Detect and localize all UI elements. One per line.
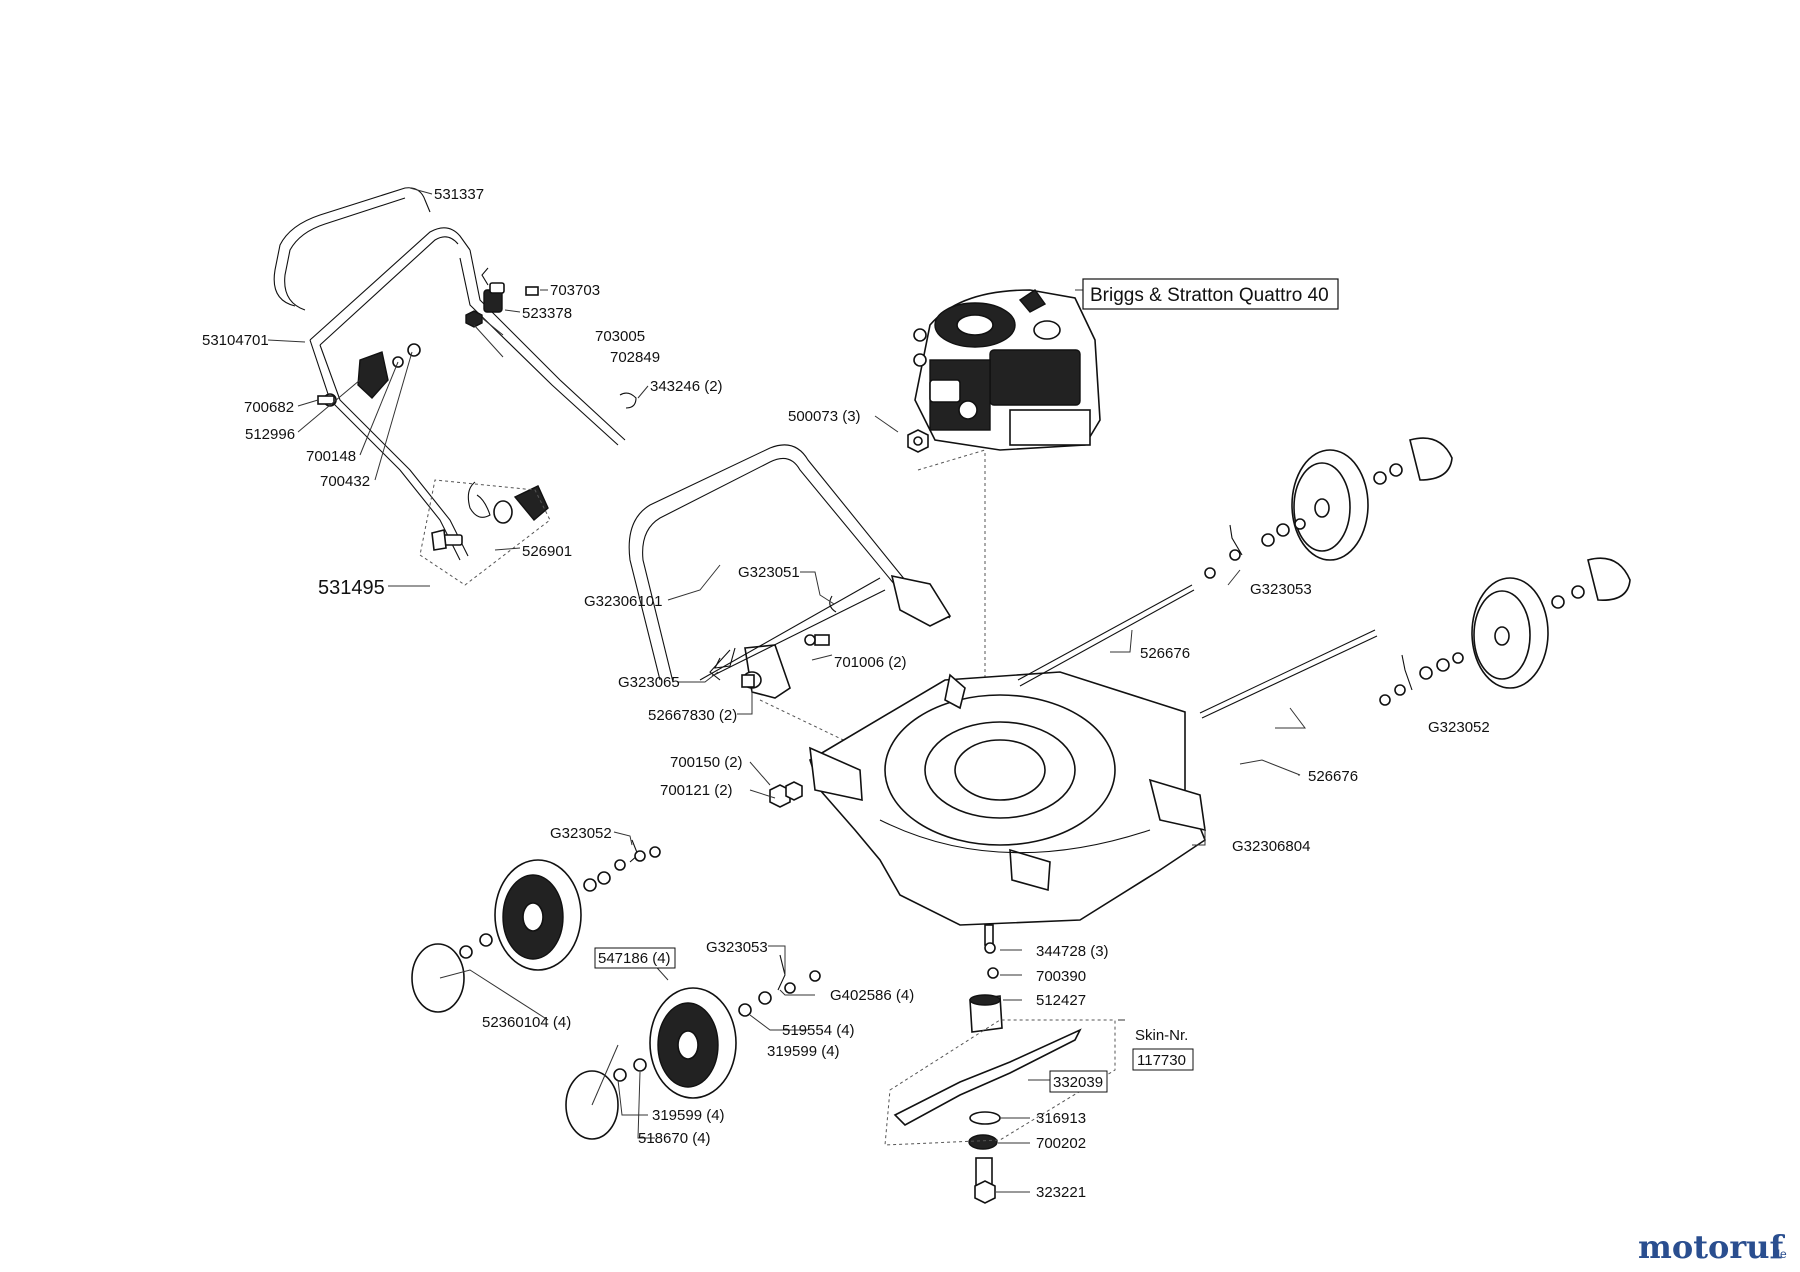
label-332039: 332039 <box>1053 1074 1103 1091</box>
label-700390: 700390 <box>1036 968 1086 985</box>
engine-nut <box>907 429 929 453</box>
label-skin-number: 117730 <box>1137 1052 1186 1069</box>
logo-text: motoruf <box>1638 1228 1785 1266</box>
leader-lines <box>267 187 1306 1193</box>
lower-handle <box>309 249 626 561</box>
label-engine: Briggs & Stratton Quattro 40 <box>1090 285 1329 306</box>
label-703703: 703703 <box>550 282 600 299</box>
callout-labels: 531337 703703 523378 703005 702849 53104… <box>202 186 1490 1201</box>
label-g323051: G323051 <box>738 564 800 581</box>
label-523378: 523378 <box>522 305 572 322</box>
label-531337: 531337 <box>434 186 484 203</box>
rear-wheel-upper <box>1204 437 1453 579</box>
handle-clamp <box>317 343 421 407</box>
blade-assembly <box>884 924 1116 1204</box>
label-700432: 700432 <box>320 473 370 490</box>
cable-adjuster <box>465 267 539 328</box>
mower-deck <box>809 671 1206 926</box>
rear-axle-upper <box>1017 584 1195 687</box>
label-g323052-front: G323052 <box>550 825 612 842</box>
label-500073: 500073 (3) <box>788 408 861 425</box>
label-g32306804: G32306804 <box>1232 838 1310 855</box>
label-53104701: 53104701 <box>202 332 269 349</box>
rear-wheel-lower <box>1379 557 1631 706</box>
label-518670: 518670 (4) <box>638 1130 711 1147</box>
motoruf-logo: motoruf .de <box>1638 1228 1787 1266</box>
drive-bail <box>628 444 952 699</box>
label-g323053-rear: G323053 <box>1250 581 1312 598</box>
upper-handle <box>273 187 471 346</box>
label-512427: 512427 <box>1036 992 1086 1009</box>
label-52667830: 52667830 (2) <box>648 707 737 724</box>
label-512996: 512996 <box>245 426 295 443</box>
label-319599-b: 319599 (4) <box>652 1107 725 1124</box>
engine-label-box <box>1082 278 1339 310</box>
rear-axle-lower <box>1199 629 1378 719</box>
label-323221: 323221 <box>1036 1184 1086 1201</box>
label-g32306101: G32306101 <box>584 593 662 610</box>
label-526901: 526901 <box>522 543 572 560</box>
front-wheel-upper <box>411 839 661 1013</box>
label-547186: 547186 (4) <box>598 950 671 967</box>
label-343246: 343246 (2) <box>650 378 723 395</box>
engine <box>913 289 1101 451</box>
label-700202: 700202 <box>1036 1135 1086 1152</box>
handle-knob-kit <box>419 479 551 586</box>
label-700682: 700682 <box>244 399 294 416</box>
label-703005: 703005 <box>595 328 645 345</box>
label-g402586: G402586 (4) <box>830 987 914 1004</box>
label-g323053-front: G323053 <box>706 939 768 956</box>
label-531495: 531495 <box>318 577 385 599</box>
skin-number-box <box>1132 1048 1194 1071</box>
label-526676-lower: 526676 <box>1308 768 1358 785</box>
label-700121: 700121 (2) <box>660 782 733 799</box>
label-319599-a: 319599 (4) <box>767 1043 840 1060</box>
label-526676-upper: 526676 <box>1140 645 1190 662</box>
blade-label-box <box>1049 1070 1108 1093</box>
cable-clip <box>619 392 637 409</box>
label-g323052-rear: G323052 <box>1428 719 1490 736</box>
label-52360104: 52360104 (4) <box>482 1014 571 1031</box>
label-700150: 700150 (2) <box>670 754 743 771</box>
label-702849: 702849 <box>610 349 660 366</box>
label-344728: 344728 (3) <box>1036 943 1109 960</box>
wheel-label-box <box>594 947 676 969</box>
label-skin-nr: Skin-Nr. <box>1135 1027 1188 1044</box>
logo-suffix: .de <box>1770 1247 1787 1261</box>
label-701006: 701006 (2) <box>834 654 907 671</box>
label-519554: 519554 (4) <box>782 1022 855 1039</box>
label-700148: 700148 <box>306 448 356 465</box>
label-g323065: G323065 <box>618 674 680 691</box>
label-316913: 316913 <box>1036 1110 1086 1127</box>
